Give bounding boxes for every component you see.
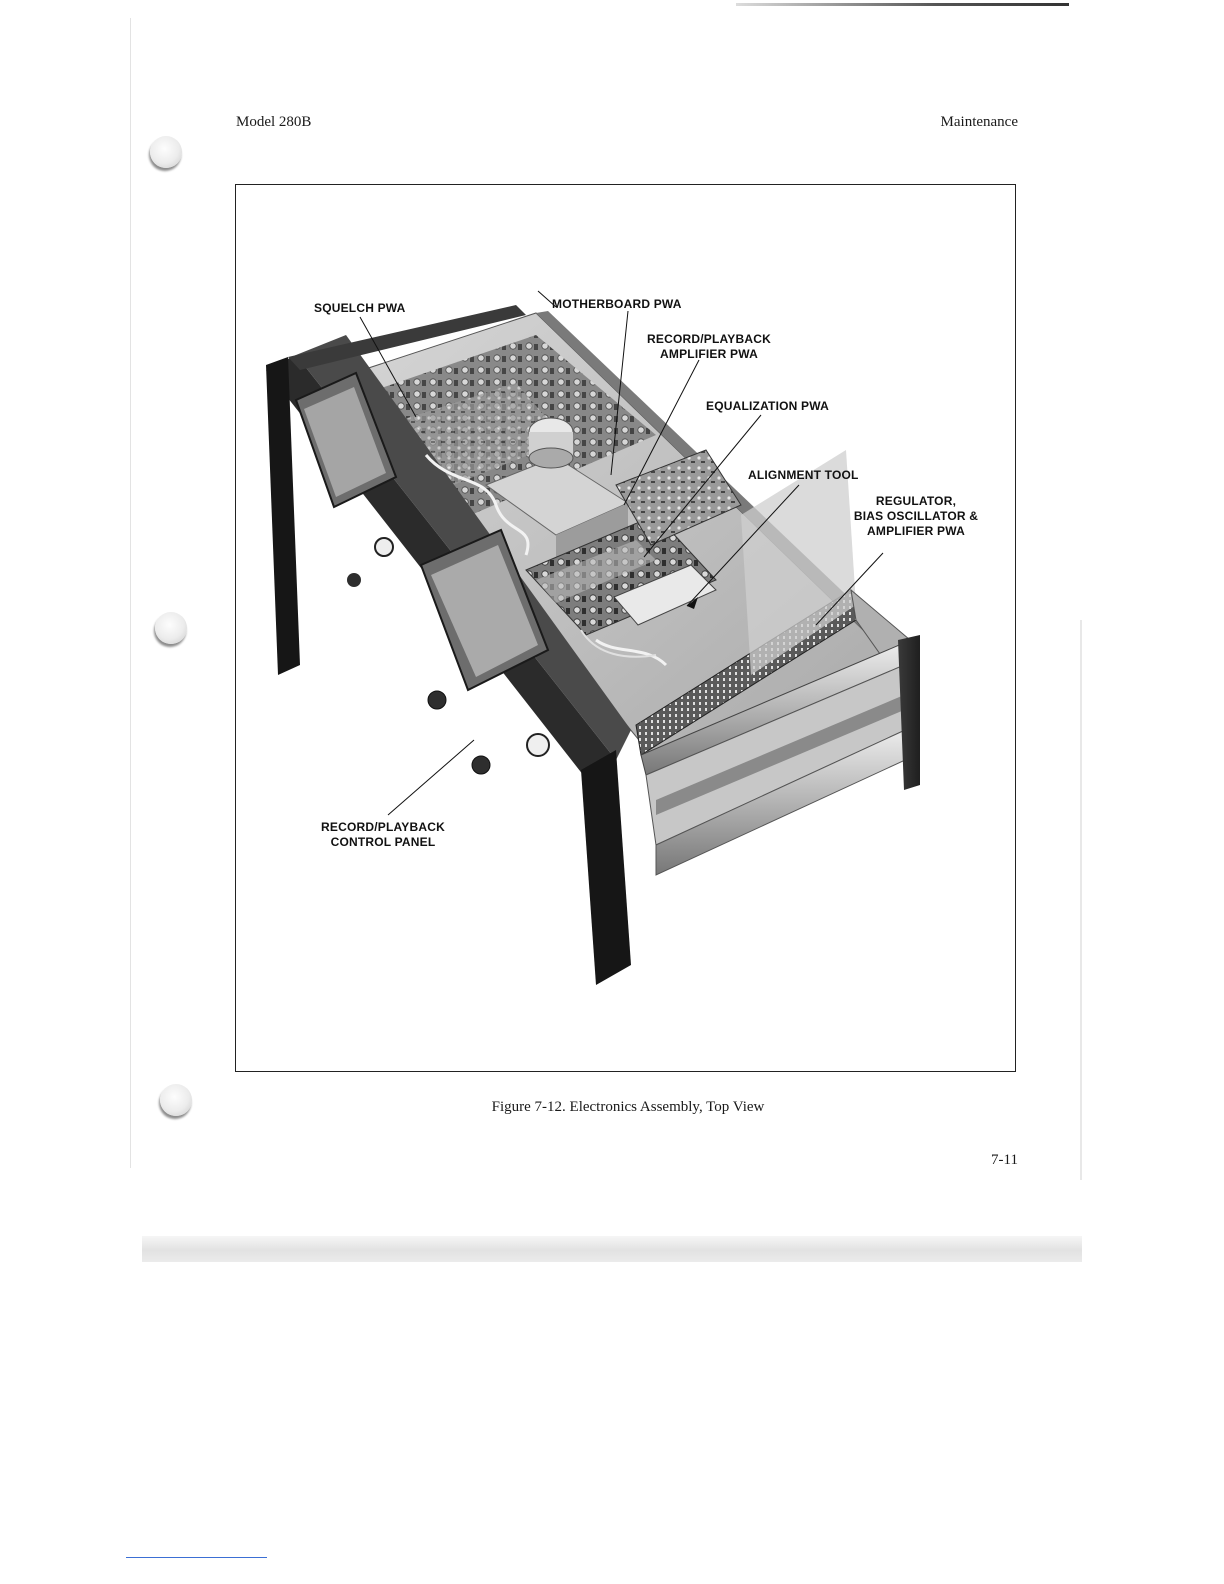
left-page-edge bbox=[130, 18, 131, 1168]
binder-hole-top-icon bbox=[150, 136, 182, 168]
callout-motherboard-pwa: MOTHERBOARD PWA bbox=[552, 297, 682, 312]
callout-line: AMPLIFIER PWA bbox=[639, 347, 779, 362]
header-section: Maintenance bbox=[941, 114, 1018, 131]
callout-line: REGULATOR, bbox=[836, 494, 996, 509]
top-edge-rule bbox=[736, 3, 1069, 6]
binder-hole-middle-icon bbox=[155, 612, 187, 644]
callout-line: CONTROL PANEL bbox=[308, 835, 458, 850]
callout-record-playback-amplifier-pwa: RECORD/PLAYBACK AMPLIFIER PWA bbox=[639, 332, 779, 362]
footer-line bbox=[126, 1557, 267, 1558]
page-number: 7-11 bbox=[991, 1152, 1018, 1169]
callout-squelch-pwa: SQUELCH PWA bbox=[314, 301, 406, 316]
header-model: Model 280B bbox=[236, 114, 311, 131]
callout-record-playback-control-panel: RECORD/PLAYBACK CONTROL PANEL bbox=[308, 820, 458, 850]
right-page-edge bbox=[1080, 620, 1082, 1180]
callout-equalization-pwa: EQUALIZATION PWA bbox=[706, 399, 829, 414]
electronics-assembly-photo bbox=[236, 185, 1017, 1073]
figure-frame: SQUELCH PWA MOTHERBOARD PWA RECORD/PLAYB… bbox=[235, 184, 1016, 1072]
callout-line: RECORD/PLAYBACK bbox=[639, 332, 779, 347]
callout-line: AMPLIFIER PWA bbox=[836, 524, 996, 539]
callout-regulator-bias-oscillator-pwa: REGULATOR, BIAS OSCILLATOR & AMPLIFIER P… bbox=[836, 494, 996, 539]
scan-bottom-band bbox=[142, 1236, 1082, 1262]
callout-line: BIAS OSCILLATOR & bbox=[836, 509, 996, 524]
callout-alignment-tool: ALIGNMENT TOOL bbox=[748, 468, 859, 483]
callout-line: RECORD/PLAYBACK bbox=[308, 820, 458, 835]
figure-caption: Figure 7-12. Electronics Assembly, Top V… bbox=[0, 1099, 1224, 1116]
